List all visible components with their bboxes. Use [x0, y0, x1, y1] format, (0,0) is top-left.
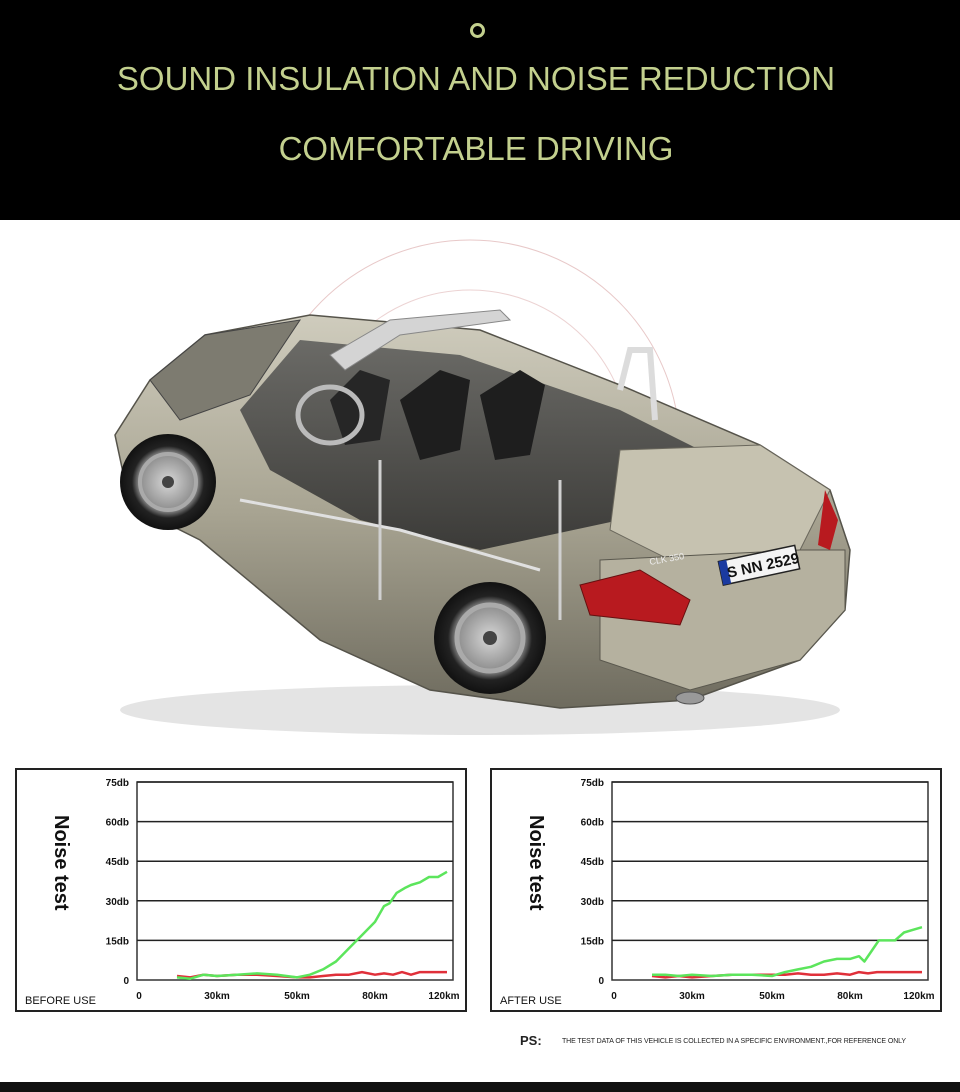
x-tick-label: 30km — [204, 991, 230, 1002]
banner-title: SOUND INSULATION AND NOISE REDUCTION — [116, 60, 836, 97]
corner-label: BEFORE USE — [25, 995, 96, 1007]
x-tick-label: 120km — [428, 991, 459, 1002]
x-tick-label: 80km — [362, 991, 388, 1002]
car-illustration: S NN 2529 CLK 350 — [0, 220, 960, 760]
y-tick-label: 15db — [581, 936, 604, 947]
noise-chart-after: 75db 60db 45db 30db 15db 00 30km 50km 80km 120km N… — [500, 778, 935, 1007]
y-axis-label: Noise test — [50, 815, 72, 911]
plot-area — [611, 781, 929, 981]
y-tick-label: 30db — [106, 897, 129, 908]
noise-chart-before: 75db 60db 45db 30db 15db 00 30km 50km 80km 120km N… — [25, 778, 460, 1007]
circle-icon — [470, 23, 485, 38]
x-tick-label: 0 — [611, 991, 617, 1002]
y-axis-label: Noise test — [525, 815, 547, 911]
ps-text: THE TEST DATA OF THIS VEHICLE IS COLLECT… — [562, 1038, 906, 1045]
y-tick-label: 60db — [106, 818, 129, 829]
y-tick-label: 0 — [598, 976, 604, 987]
series-line-red — [651, 970, 922, 979]
y-tick-label: 45db — [106, 857, 129, 868]
y-tick-label: 15db — [106, 936, 129, 947]
plot-area — [136, 781, 454, 981]
series-line-green — [176, 870, 448, 980]
x-tick-label: 120km — [903, 991, 934, 1002]
series-line-green — [652, 925, 923, 978]
y-tick-label: 30db — [581, 897, 604, 908]
y-tick-label: 75db — [581, 778, 604, 789]
x-tick-label: 50km — [759, 991, 785, 1002]
x-tick-label: 80km — [837, 991, 863, 1002]
x-tick-label: 0 — [136, 991, 142, 1002]
x-tick-label: 50km — [284, 991, 310, 1002]
car-cutaway-image: S NN 2529 CLK 350 — [114, 239, 851, 735]
y-tick-label: 75db — [106, 778, 129, 789]
y-tick-label: 0 — [123, 976, 129, 987]
header-banner: SOUND INSULATION AND NOISE REDUCTION COM… — [0, 0, 960, 220]
ps-label: PS: — [520, 1033, 542, 1048]
banner-subtitle: COMFORTABLE DRIVING — [278, 130, 674, 167]
ps-note: PS: THE TEST DATA OF THIS VEHICLE IS COL… — [520, 1033, 950, 1051]
corner-label: AFTER USE — [500, 995, 562, 1007]
y-tick-label: 60db — [581, 818, 604, 829]
bottom-bar — [0, 1082, 960, 1092]
y-tick-label: 45db — [581, 857, 604, 868]
x-tick-label: 30km — [679, 991, 705, 1002]
